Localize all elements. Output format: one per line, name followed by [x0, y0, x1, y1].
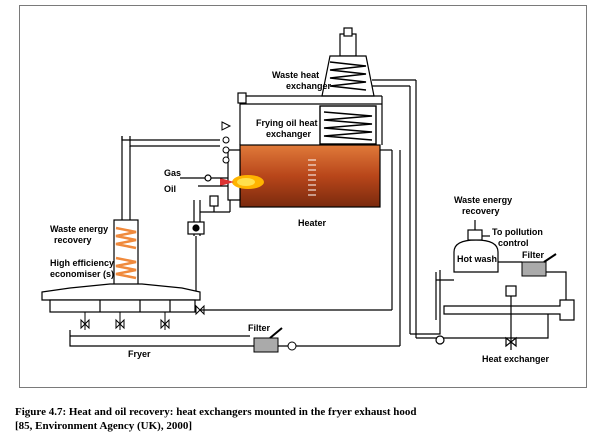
heat-oil-recovery-diagram: Waste heat exchanger Frying oil heat exc…	[41, 27, 575, 364]
burner-flame-icon	[220, 175, 264, 189]
label-oil: Oil	[164, 184, 176, 194]
label-waste-heat-exchanger-2: exchanger	[286, 81, 332, 91]
economiser-coil	[115, 256, 137, 280]
label-filter-bottom: Filter	[248, 323, 271, 333]
label-to-pollution-control-2: control	[498, 238, 529, 248]
label-waste-energy-recovery-right: Waste energy	[454, 195, 512, 205]
exhaust-duct	[237, 92, 383, 145]
heater-body	[227, 144, 381, 208]
filter-bottom	[253, 327, 297, 353]
left-piping	[121, 136, 231, 300]
label-frying-oil-heat-exchanger: Frying oil heat	[256, 118, 318, 128]
oil-return-line	[69, 149, 401, 347]
hot-wash-unit	[453, 220, 499, 273]
heater-valves	[221, 121, 232, 164]
heat-exchanger-pipe	[435, 261, 575, 350]
waste-heat-exchanger-coil	[329, 61, 367, 91]
label-waste-heat-exchanger: Waste heat	[272, 70, 319, 80]
frying-oil-heat-exchanger-coil	[319, 105, 377, 145]
fuel-lines	[180, 174, 228, 212]
label-high-efficiency-economiser-2: economiser (s)	[50, 269, 114, 279]
label-fryer: Fryer	[128, 349, 151, 359]
label-hot-wash: Hot wash	[457, 254, 497, 264]
figure-caption: Figure 4.7: Heat and oil recovery: heat …	[15, 405, 605, 433]
waste-energy-recovery-coil-left	[115, 226, 137, 250]
label-waste-energy-recovery-left: Waste energy	[50, 224, 108, 234]
filter-right	[521, 253, 557, 277]
label-waste-energy-recovery-left-2: recovery	[54, 235, 92, 245]
fryer-hood	[41, 283, 201, 313]
label-gas: Gas	[164, 168, 181, 178]
label-waste-energy-recovery-right-2: recovery	[462, 206, 500, 216]
label-high-efficiency-economiser: High efficiency	[50, 258, 114, 268]
label-heat-exchanger: Heat exchanger	[482, 354, 550, 364]
caption-line-1: Figure 4.7: Heat and oil recovery: heat …	[15, 406, 417, 418]
label-filter-right: Filter	[522, 250, 545, 260]
right-piping	[372, 79, 549, 345]
label-frying-oil-heat-exchanger-2: exchanger	[266, 129, 312, 139]
label-to-pollution-control: To pollution	[492, 227, 543, 237]
caption-line-2: [85, Environment Agency (UK), 2000]	[15, 420, 193, 432]
label-heater: Heater	[298, 218, 327, 228]
